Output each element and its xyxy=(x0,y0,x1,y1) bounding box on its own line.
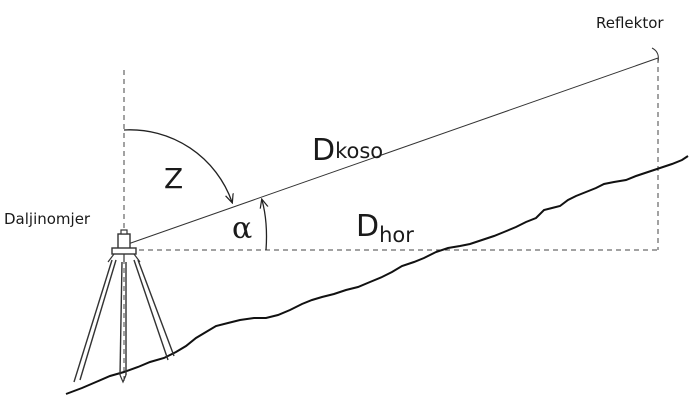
zenith-angle-arc xyxy=(123,129,232,202)
terrain-line xyxy=(65,155,689,395)
reflector-label: Reflektor xyxy=(596,14,664,32)
reflector-mark xyxy=(651,47,659,63)
horizontal-distance-sub: hor xyxy=(379,223,414,247)
slope-distance-label: Dkoso xyxy=(312,133,383,168)
instrument-label: Daljinomjer xyxy=(4,210,91,228)
alpha-label: α xyxy=(232,211,252,246)
slope-distance-sub: koso xyxy=(335,139,383,163)
horizontal-distance-main: D xyxy=(356,209,379,244)
zenith-label: Z xyxy=(164,162,183,195)
horizontal-distance-label: Dhor xyxy=(356,209,414,247)
slope-distance-main: D xyxy=(312,133,335,168)
tripod-instrument xyxy=(73,229,175,384)
slope-line xyxy=(127,57,659,245)
alpha-angle-arc xyxy=(262,200,267,251)
